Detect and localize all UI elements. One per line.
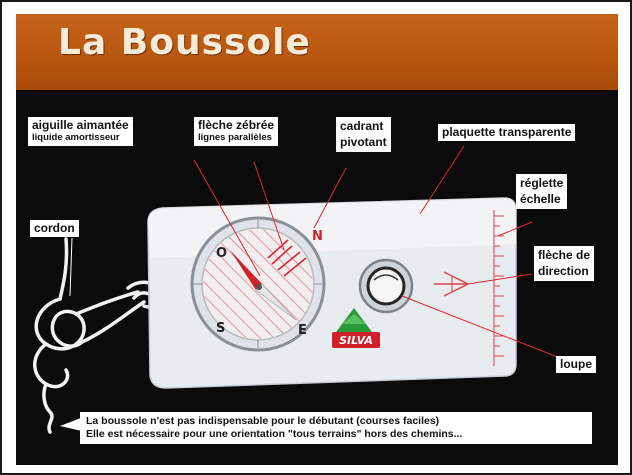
- label-direction-line2: direction: [538, 264, 589, 278]
- label-rotating-dial-line2: pivotant: [340, 135, 387, 149]
- silva-logo: SILVA: [332, 308, 380, 348]
- pointer-lines: [193, 145, 561, 359]
- cord-illustration: [33, 237, 162, 434]
- brand-logo-text: SILVA: [339, 334, 373, 347]
- magnifier-lens: [358, 258, 414, 314]
- label-direction-arrow: flèche de direction: [534, 246, 595, 281]
- title-bar: La Boussole: [16, 14, 618, 90]
- ruler-scale: [493, 210, 504, 366]
- compass-letter-north: N: [312, 229, 323, 244]
- label-damping-liquid-text: liquide amortisseur: [32, 132, 120, 143]
- zebra-arrow: [267, 239, 307, 277]
- label-rotating-dial-line1: cadrant: [340, 119, 384, 133]
- label-ruler-line1: réglette: [520, 176, 564, 190]
- label-parallel-lines-text: lignes parallèles: [198, 132, 272, 143]
- label-cord: cordon: [30, 220, 79, 237]
- magnetic-needle: [230, 250, 297, 321]
- label-magnetic-needle: aiguille aimantée liquide amortisseur: [28, 117, 133, 146]
- compass-letter-east: E: [298, 323, 307, 338]
- caption-box: La boussole n'est pas indispensable pour…: [80, 412, 592, 444]
- compass-capsule: [190, 216, 326, 352]
- label-direction-line1: flèche de: [538, 248, 591, 262]
- compass-letter-south: S: [216, 321, 225, 336]
- diagram-panel: La Boussole: [16, 14, 618, 465]
- compass-letter-west: O: [216, 246, 227, 261]
- label-transparent-plate: plaquette transparente: [438, 124, 576, 141]
- compass-illustration: O N S E SILVA: [33, 145, 561, 434]
- label-ruler-line2: échelle: [520, 192, 561, 206]
- label-magnifier: loupe: [556, 356, 596, 373]
- caption-line-1: La boussole n'est pas indispensable pour…: [86, 415, 440, 427]
- label-ruler-scale: réglette échelle: [516, 174, 568, 209]
- label-rotating-dial: cadrant pivotant: [336, 117, 391, 152]
- label-zebra-arrow: flèche zébrée lignes parallèles: [194, 117, 279, 146]
- page-title: La Boussole: [58, 22, 311, 63]
- label-zebra-arrow-text: flèche zébrée: [198, 118, 275, 132]
- label-magnetic-needle-text: aiguille aimantée: [32, 118, 129, 132]
- caption-line-2: Elle est nécessaire pour une orientation…: [86, 428, 463, 440]
